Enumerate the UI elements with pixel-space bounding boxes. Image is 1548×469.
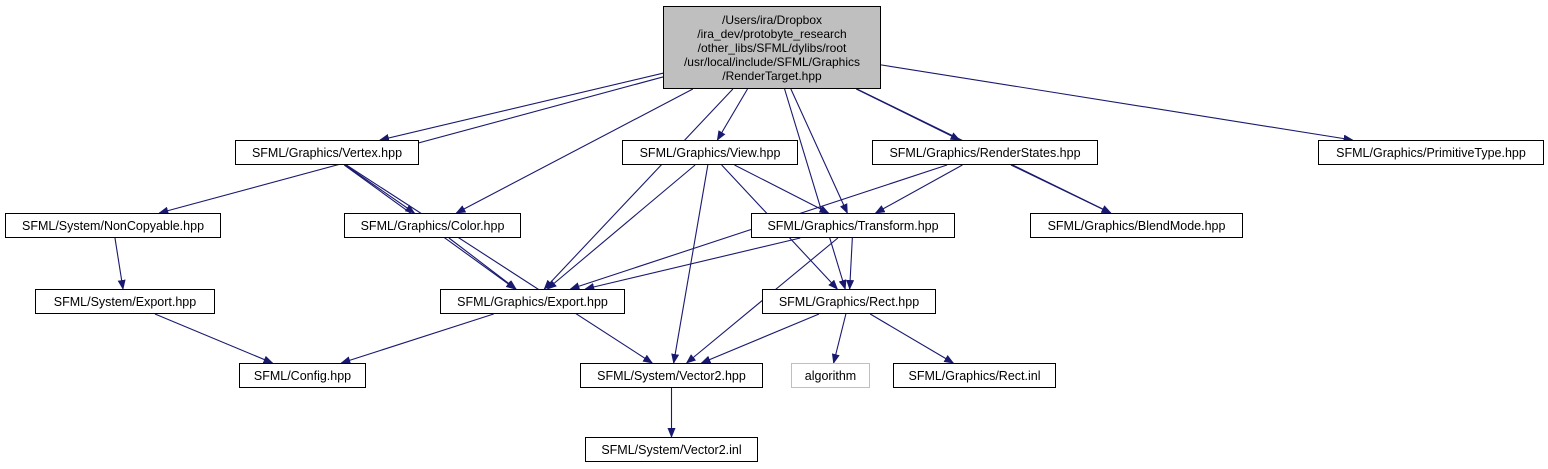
- node-config[interactable]: SFML/Config.hpp: [239, 363, 366, 388]
- edge-vertex-to-vector2: [346, 164, 654, 364]
- edge-render-states-to-blend-mode: [1010, 164, 1112, 214]
- node-vertex[interactable]: SFML/Graphics/Vertex.hpp: [235, 140, 419, 165]
- edge-render-target-to-transform: [790, 88, 848, 214]
- edge-render-states-to-transform: [874, 164, 963, 214]
- root-label-line-4: /usr/local/include/SFML/Graphics: [683, 54, 861, 69]
- node-rect[interactable]: SFML/Graphics/Rect.hpp: [762, 289, 936, 314]
- edge-non-copyable-to-system-export: [114, 237, 126, 290]
- node-vector2-inl[interactable]: SFML/System/Vector2.inl: [585, 437, 758, 462]
- node-primitive-type[interactable]: SFML/Graphics/PrimitiveType.hpp: [1318, 140, 1544, 165]
- edge-render-target-to-primitive-type: [880, 64, 1354, 143]
- edge-rect-to-rect-inl: [869, 313, 955, 364]
- node-rect-inl[interactable]: SFML/Graphics/Rect.inl: [893, 363, 1056, 388]
- edge-graphics-export-to-config: [340, 313, 494, 365]
- node-color[interactable]: SFML/Graphics/Color.hpp: [344, 213, 521, 238]
- edge-render-target-to-graphics-export: [543, 88, 734, 290]
- root-label-line-2: /ira_dev/protobyte_research: [697, 26, 847, 41]
- node-system-export[interactable]: SFML/System/Export.hpp: [35, 289, 215, 314]
- node-transform[interactable]: SFML/Graphics/Transform.hpp: [751, 213, 955, 238]
- edge-vertex-to-color: [344, 164, 416, 214]
- edge-view-to-graphics-export: [546, 164, 696, 290]
- root-label-line-5: /RenderTarget.hpp: [722, 68, 822, 83]
- edge-render-target-to-view: [716, 88, 748, 141]
- edge-render-target-to-rect: [784, 88, 847, 290]
- edge-transform-to-graphics-export: [584, 237, 801, 291]
- node-blend-mode[interactable]: SFML/Graphics/BlendMode.hpp: [1030, 213, 1243, 238]
- edge-view-to-transform: [734, 164, 830, 214]
- edge-render-target-to-vertex: [379, 72, 664, 142]
- root-label-line-1: /Users/ira/Dropbox: [721, 12, 823, 27]
- node-render-states[interactable]: SFML/Graphics/RenderStates.hpp: [872, 140, 1098, 165]
- node-graphics-export[interactable]: SFML/Graphics/Export.hpp: [440, 289, 625, 314]
- edge-rect-to-vector2: [700, 313, 820, 364]
- node-view[interactable]: SFML/Graphics/View.hpp: [622, 140, 798, 165]
- node-algorithm[interactable]: algorithm: [791, 363, 870, 388]
- edge-color-to-graphics-export: [448, 237, 517, 290]
- edge-system-export-to-config: [154, 313, 274, 364]
- edge-render-target-to-color: [455, 88, 694, 214]
- edge-transform-to-rect: [846, 237, 855, 290]
- root-label-line-3: /other_libs/SFML/dylibs/root: [697, 40, 847, 55]
- node-render-target[interactable]: /Users/ira/Dropbox /ira_dev/protobyte_re…: [663, 6, 881, 89]
- node-vector2[interactable]: SFML/System/Vector2.hpp: [580, 363, 763, 388]
- node-non-copyable[interactable]: SFML/System/NonCopyable.hpp: [5, 213, 221, 238]
- edge-rect-to-algorithm: [831, 313, 847, 364]
